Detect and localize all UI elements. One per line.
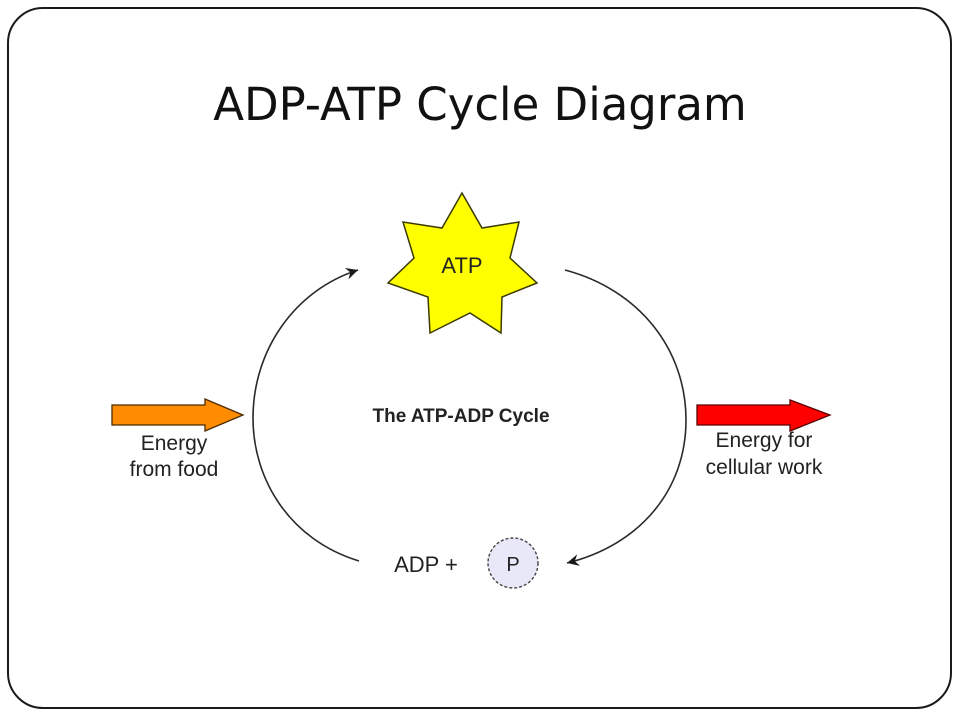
energy-input-label-line1: Energy bbox=[141, 432, 208, 455]
phosphate-circle-icon bbox=[487, 537, 539, 589]
phosphate-label: P bbox=[506, 554, 519, 576]
slide-title: ADP-ATP Cycle Diagram bbox=[213, 78, 747, 131]
adp-label: ADP + bbox=[394, 552, 458, 577]
energy-input-arrow-icon bbox=[111, 398, 245, 432]
atp-star-icon bbox=[386, 191, 539, 335]
atp-label: ATP bbox=[441, 253, 482, 278]
cycle-center-label: The ATP-ADP Cycle bbox=[372, 406, 549, 427]
atp-star-node: ATP bbox=[386, 191, 539, 335]
energy-output-label-line2: cellular work bbox=[706, 456, 823, 479]
energy-output-arrow-icon bbox=[696, 399, 832, 432]
phosphate-node: P bbox=[487, 537, 539, 589]
slide-frame bbox=[7, 7, 952, 709]
energy-input-label-line2: from food bbox=[130, 458, 219, 481]
cycle-arrow-right bbox=[564, 269, 687, 566]
energy-output-label-line1: Energy for bbox=[716, 429, 813, 452]
cycle-arrow-left bbox=[252, 267, 360, 562]
